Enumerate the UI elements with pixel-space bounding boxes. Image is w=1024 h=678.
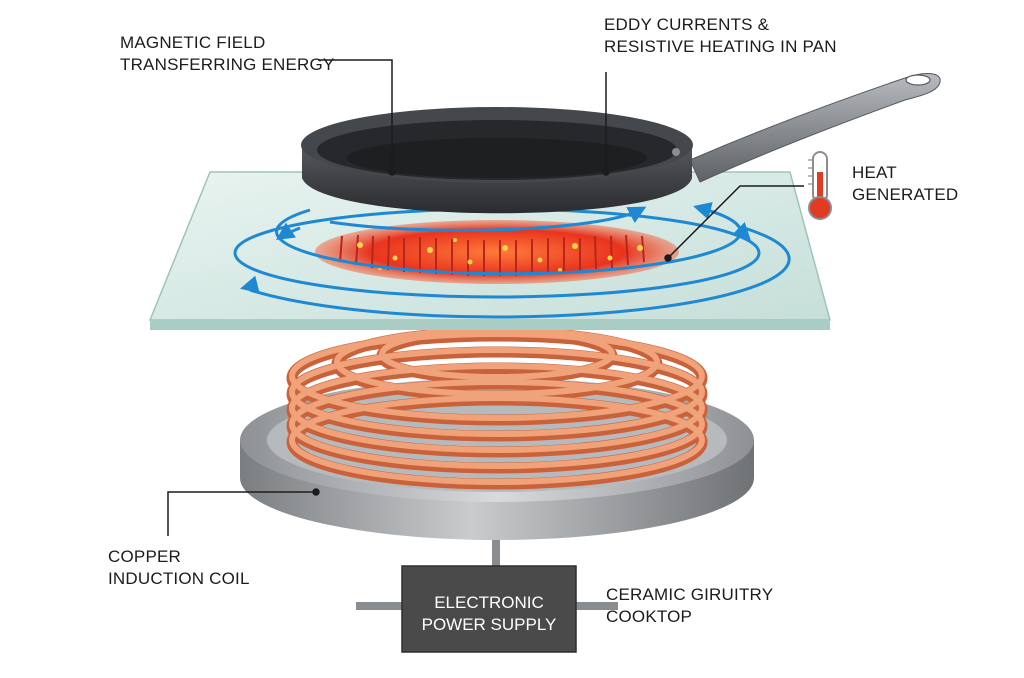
thermometer-icon (808, 151, 832, 220)
label-copper-coil: COPPER INDUCTION COIL (108, 547, 250, 588)
label-power-supply: ELECTRONIC POWER SUPPLY (421, 593, 557, 634)
power-supply-box (401, 565, 577, 653)
leader-lines (167, 59, 804, 536)
power-cables (356, 540, 618, 610)
label-heat-generated: HEAT GENERATED (852, 163, 959, 204)
label-eddy-currents: EDDY CURRENTS & RESISTIVE HEATING IN PAN (604, 15, 837, 56)
frying-pan (301, 73, 941, 232)
label-ceramic-cooktop: CERAMIC GIRUITRY COOKTOP (606, 585, 774, 626)
magnetic-field-lines (233, 202, 791, 319)
label-magnetic-field: MAGNETIC FIELD TRANSFERRING ENERGY (120, 33, 335, 74)
